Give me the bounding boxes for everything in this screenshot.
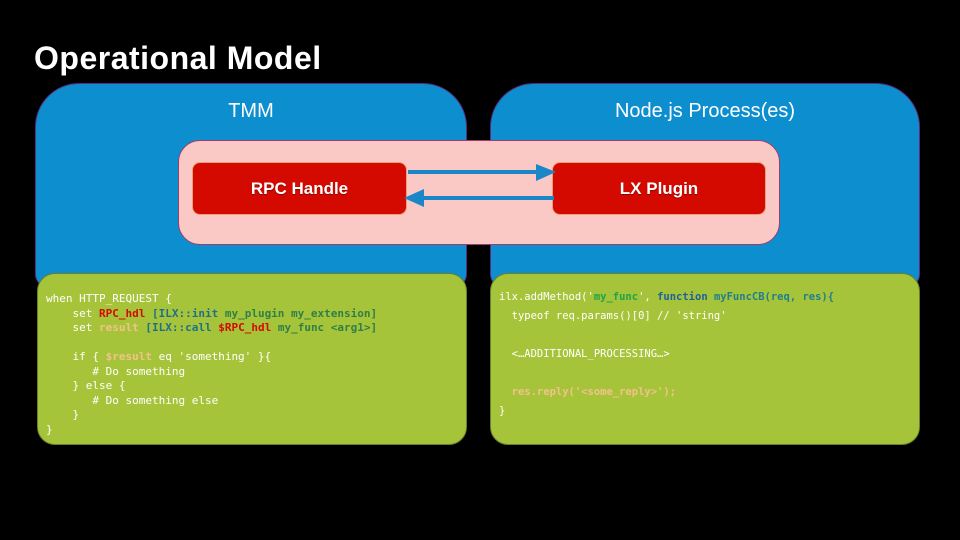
code-token: function	[657, 291, 714, 303]
code-line	[46, 336, 462, 351]
arrow-rpc-to-plugin	[408, 164, 556, 181]
code-line: res.reply('<some_reply>');	[499, 383, 915, 402]
code-line: set RPC_hdl [ILX::init my_plugin my_exte…	[46, 307, 462, 322]
code-token: }	[46, 422, 53, 436]
code-block-nodejs: ilx.addMethod('my_func', function myFunc…	[499, 288, 915, 421]
code-token: $result	[105, 350, 152, 363]
code-panel-nodejs: ilx.addMethod('my_func', function myFunc…	[490, 273, 920, 445]
code-token: [ILX::init	[145, 306, 225, 320]
node-rpc-handle-label: RPC Handle	[250, 178, 349, 198]
code-line: }	[46, 408, 462, 423]
code-token: }	[499, 405, 506, 417]
code-line: typeof req.params()[0] // 'string'	[499, 307, 915, 326]
code-token: ',	[638, 291, 658, 303]
page-title: Operational Model	[34, 40, 322, 76]
code-block-irule: when HTTP_REQUEST { set RPC_hdl [ILX::in…	[46, 292, 462, 437]
panel-heading-nodejs: Node.js Process(es)	[614, 100, 796, 122]
code-panel-irule: when HTTP_REQUEST { set RPC_hdl [ILX::in…	[37, 273, 467, 445]
node-rpc-handle: RPC Handle	[192, 162, 407, 215]
rpc-arrow-group	[404, 164, 556, 207]
code-token: my_func	[593, 291, 639, 303]
panel-heading-tmm: TMM	[228, 100, 274, 122]
code-token: }	[46, 408, 80, 421]
code-token: set	[46, 321, 99, 334]
code-line: } else {	[46, 379, 462, 394]
code-line: }	[46, 423, 462, 438]
code-token: myFuncCB(req, res){	[713, 291, 835, 303]
code-line: # Do something	[46, 365, 462, 380]
code-line: # Do something else	[46, 394, 462, 409]
node-lx-plugin: LX Plugin	[552, 162, 766, 215]
code-token: # Do something	[46, 364, 186, 378]
code-token: if {	[46, 350, 106, 363]
code-token: set	[46, 306, 99, 320]
code-token: } else {	[46, 379, 126, 392]
code-line: if { $result eq 'something' }{	[46, 350, 462, 365]
node-lx-plugin-label: LX Plugin	[619, 178, 699, 198]
code-line: ilx.addMethod('my_func', function myFunc…	[499, 288, 915, 307]
code-token: $RPC_hdl	[218, 321, 272, 334]
code-token: [ILX::call	[138, 321, 219, 334]
code-token: ilx.addMethod('	[499, 291, 594, 303]
code-token: RPC_hdl	[98, 306, 146, 320]
code-token: eq 'something' }{	[151, 350, 272, 363]
code-line: when HTTP_REQUEST {	[46, 292, 462, 307]
code-token: my_plugin my_extension]	[224, 306, 378, 320]
code-token: <…ADDITIONAL_PROCESSING…>	[499, 348, 670, 360]
code-line: set result [ILX::call $RPC_hdl my_func <…	[46, 321, 462, 336]
code-token: result	[98, 321, 139, 334]
code-token: typeof req.params()[0] // 'string'	[499, 310, 727, 322]
code-token: my_func <arg1>]	[271, 321, 378, 334]
arrow-plugin-to-rpc	[404, 189, 554, 207]
code-token: when HTTP_REQUEST {	[46, 292, 172, 305]
code-line: }	[499, 402, 915, 421]
code-line: <…ADDITIONAL_PROCESSING…>	[499, 345, 915, 364]
code-token: # Do something else	[46, 393, 219, 407]
code-line	[499, 364, 915, 383]
code-token: res.reply('<some_reply>');	[499, 386, 677, 398]
code-line	[499, 326, 915, 345]
